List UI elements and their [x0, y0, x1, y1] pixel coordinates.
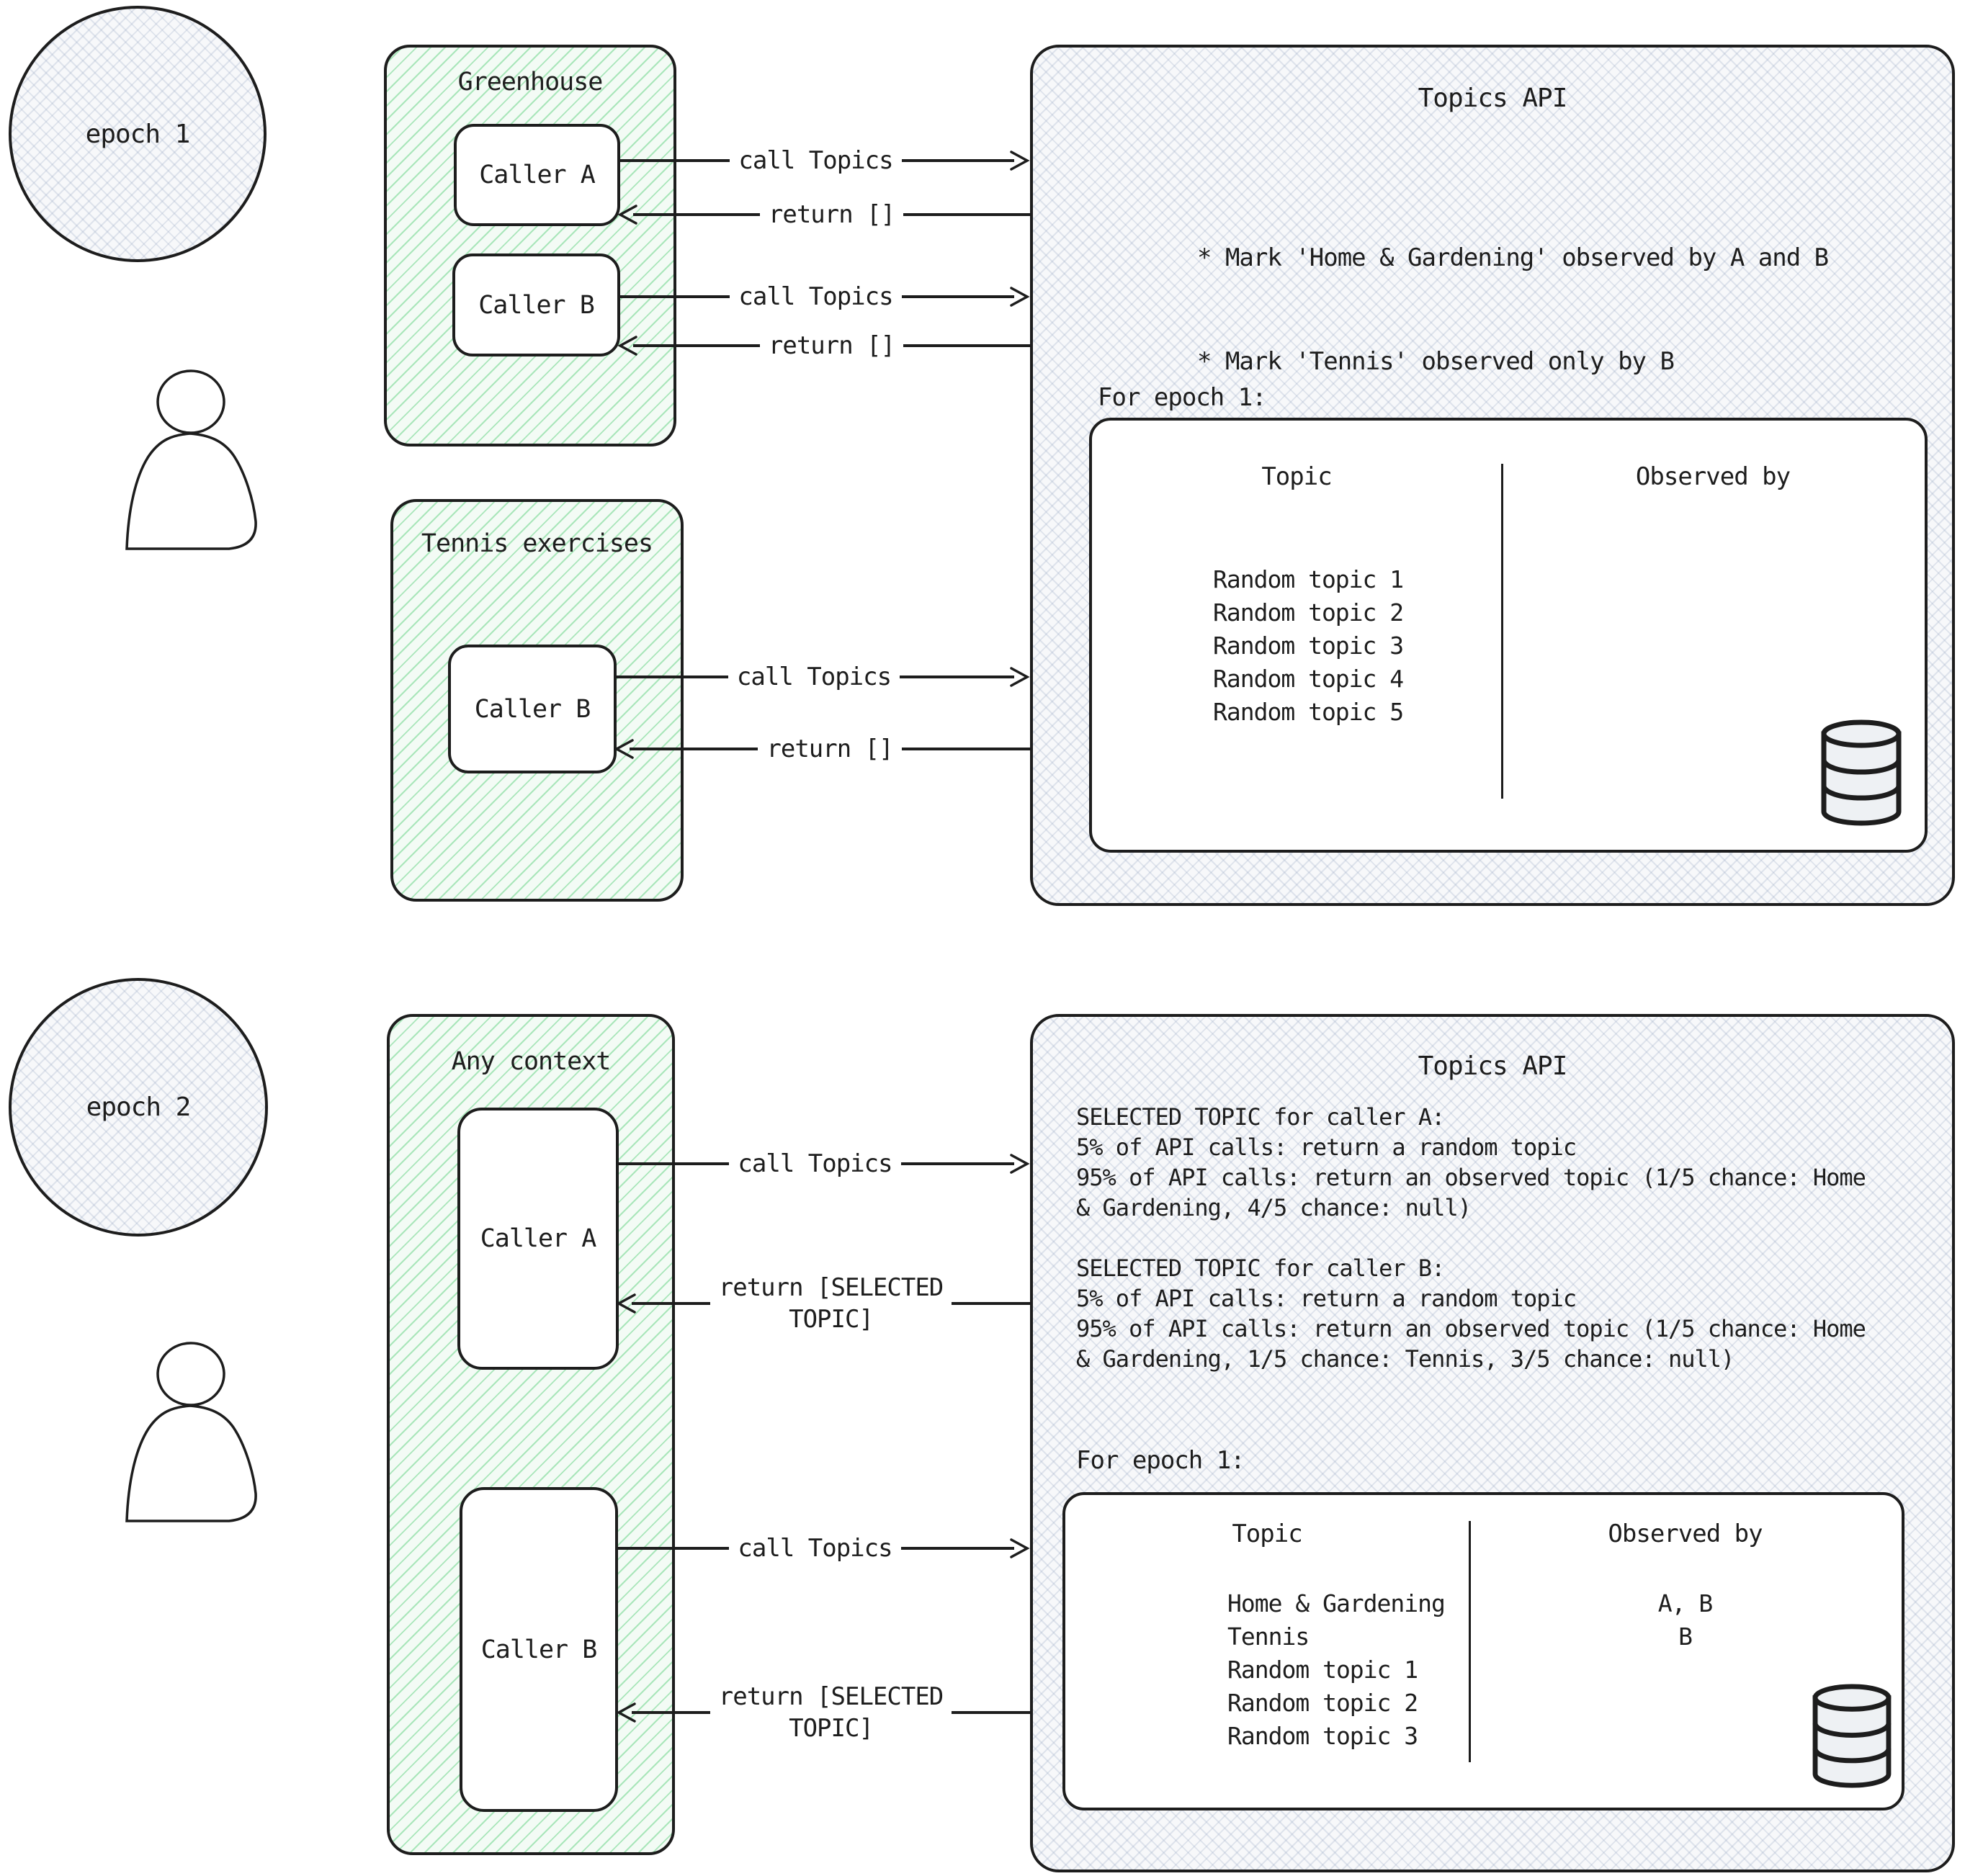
arrow-left-icon [616, 1702, 636, 1723]
arrow-caller-b-return-label: return [] [768, 331, 895, 360]
api-note-home-gardening: * Mark 'Home & Gardening' observed by A … [1197, 243, 1829, 272]
arrow-caller-b-return-label-epoch2: return [SELECTED TOPIC] [718, 1682, 944, 1743]
arrow-right-icon [1010, 1538, 1030, 1558]
arrow-caller-a-call-label-epoch2: call Topics [738, 1149, 892, 1178]
observed-cell: B [1678, 1623, 1693, 1651]
observed-by-header: Observed by [1608, 1520, 1763, 1548]
arrow-caller-a-call-label: call Topics [738, 146, 893, 175]
api-notes-epoch1: * Mark 'Home & Gardening' observed by A … [1197, 171, 1829, 448]
arrow-caller-a-call: call Topics [617, 145, 1030, 176]
api-note-tennis: * Mark 'Tennis' observed only by B [1197, 347, 1675, 376]
epoch-note-1: For epoch 1: [1098, 383, 1267, 412]
topics-table-epoch1: Topic Observed by Random topic 1 Random … [1089, 418, 1928, 853]
topic-rows: Home & Gardening Tennis Random topic 1 R… [1227, 1587, 1446, 1753]
arrow-caller-b-call-label-epoch2: call Topics [738, 1534, 892, 1563]
table-row: Random topic 1 [1227, 1656, 1418, 1684]
table-row: Random topic 5 [1213, 698, 1404, 726]
table-row: Random topic 2 [1213, 598, 1404, 627]
tennis-exercises-title: Tennis exercises [421, 529, 653, 558]
caller-a-label: Caller A [479, 161, 596, 189]
topics-table-epoch2: Topic Observed by Home & Gardening Tenni… [1062, 1492, 1904, 1810]
arrow-tennis-call-label: call Topics [736, 663, 892, 691]
topic-header: Topic [1232, 1520, 1302, 1548]
arrow-caller-a-return-epoch2: return [SELECTED TOPIC] [616, 1269, 1031, 1338]
epoch-note-2: For epoch 1: [1076, 1446, 1245, 1475]
table-divider [1469, 1521, 1471, 1762]
caller-b-box-epoch2: Caller B [460, 1487, 618, 1812]
arrow-right-icon [1010, 1154, 1030, 1174]
observed-by-header: Observed by [1635, 462, 1791, 491]
tennis-caller-b-label: Caller B [474, 694, 591, 724]
epoch-1-circle: epoch 1 [9, 6, 267, 262]
tennis-caller-b-box: Caller B [448, 645, 617, 773]
epoch-2-label: epoch 2 [86, 1092, 192, 1122]
table-row: Random topic 3 [1227, 1722, 1418, 1750]
caller-a-box-epoch2: Caller A [457, 1108, 619, 1370]
arrow-caller-b-return: return [] [617, 330, 1031, 362]
observed-cell: A, B [1657, 1589, 1713, 1617]
arrow-right-icon [1010, 151, 1030, 171]
topics-api-title-epoch2: Topics API [1418, 1051, 1568, 1081]
arrow-left-icon [617, 205, 637, 225]
table-row: Home & Gardening [1227, 1589, 1446, 1617]
table-row: Random topic 2 [1227, 1689, 1418, 1717]
arrow-right-icon [1010, 287, 1030, 307]
arrow-left-icon [616, 1293, 636, 1314]
caller-b-label: Caller B [478, 290, 595, 320]
topic-rows: Random topic 1 Random topic 2 Random top… [1213, 563, 1404, 729]
caller-b-label-epoch2: Caller B [480, 1635, 598, 1664]
greenhouse-box: Greenhouse [384, 45, 676, 446]
arrow-tennis-call: call Topics [614, 661, 1030, 693]
arrow-caller-a-return-label: return [] [768, 200, 895, 229]
table-row: Tennis [1227, 1623, 1310, 1651]
database-icon [1812, 1684, 1892, 1788]
arrow-caller-b-call: call Topics [617, 281, 1030, 313]
database-icon [1821, 719, 1902, 826]
arrow-tennis-return: return [] [614, 733, 1031, 765]
arrow-caller-a-return-label-epoch2: return [SELECTED TOPIC] [718, 1273, 944, 1334]
table-divider [1501, 464, 1503, 799]
observed-rows: A, B B [1469, 1587, 1902, 1753]
table-row: Random topic 1 [1213, 565, 1404, 593]
epoch-2-circle: epoch 2 [9, 978, 268, 1237]
any-context-title: Any context [451, 1047, 612, 1076]
arrow-caller-b-call-epoch2: call Topics [616, 1532, 1030, 1564]
caller-a-label-epoch2: Caller A [480, 1224, 597, 1253]
greenhouse-title: Greenhouse [457, 68, 604, 97]
arrow-caller-b-call-label: call Topics [738, 282, 893, 311]
caller-b-box: Caller B [452, 253, 620, 356]
api-selection-rules: SELECTED TOPIC for caller A: 5% of API c… [1076, 1103, 1866, 1373]
topics-api-title-epoch1: Topics API [1418, 84, 1568, 113]
epoch-1-label: epoch 1 [85, 119, 191, 149]
person-icon [125, 1342, 257, 1522]
caller-a-box: Caller A [454, 124, 620, 226]
person-icon [125, 369, 257, 550]
arrow-left-icon [614, 739, 634, 759]
arrow-caller-a-return: return [] [617, 199, 1031, 230]
arrow-caller-b-return-epoch2: return [SELECTED TOPIC] [616, 1678, 1031, 1747]
arrow-caller-a-call-epoch2: call Topics [616, 1148, 1030, 1180]
table-row: Random topic 3 [1213, 632, 1404, 660]
table-row: Random topic 4 [1213, 665, 1404, 693]
observed-cell [1469, 1653, 1902, 1687]
arrow-left-icon [617, 336, 637, 356]
arrow-right-icon [1010, 667, 1030, 687]
arrow-tennis-return-label: return [] [766, 735, 893, 763]
topic-header: Topic [1261, 462, 1332, 491]
